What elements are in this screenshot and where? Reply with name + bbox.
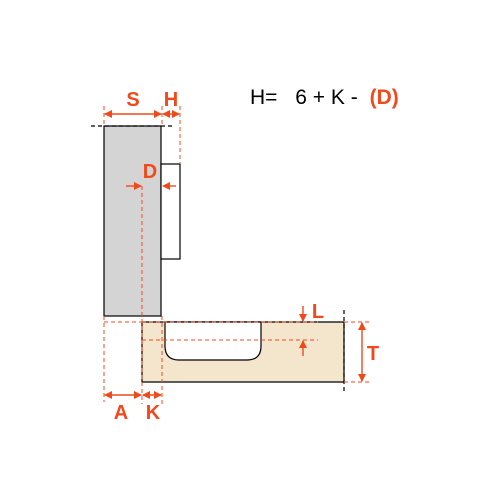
label-L: L [312,301,324,323]
label-S: S [126,89,139,111]
label-K: K [146,402,161,424]
cup-bore [164,321,262,361]
label-H: H [164,89,178,111]
hinge-plate [160,163,181,260]
label-T: T [367,343,379,365]
formula-text: H= 6 + K - (D) [250,86,399,109]
formula-expression: 6 + K - [295,86,357,109]
label-A: A [114,402,128,424]
label-D: D [143,161,157,183]
formula-prefix: H= [250,86,277,109]
dimension-arrows [104,110,366,399]
formula-highlight: (D) [370,86,399,109]
door-panel [103,125,162,317]
